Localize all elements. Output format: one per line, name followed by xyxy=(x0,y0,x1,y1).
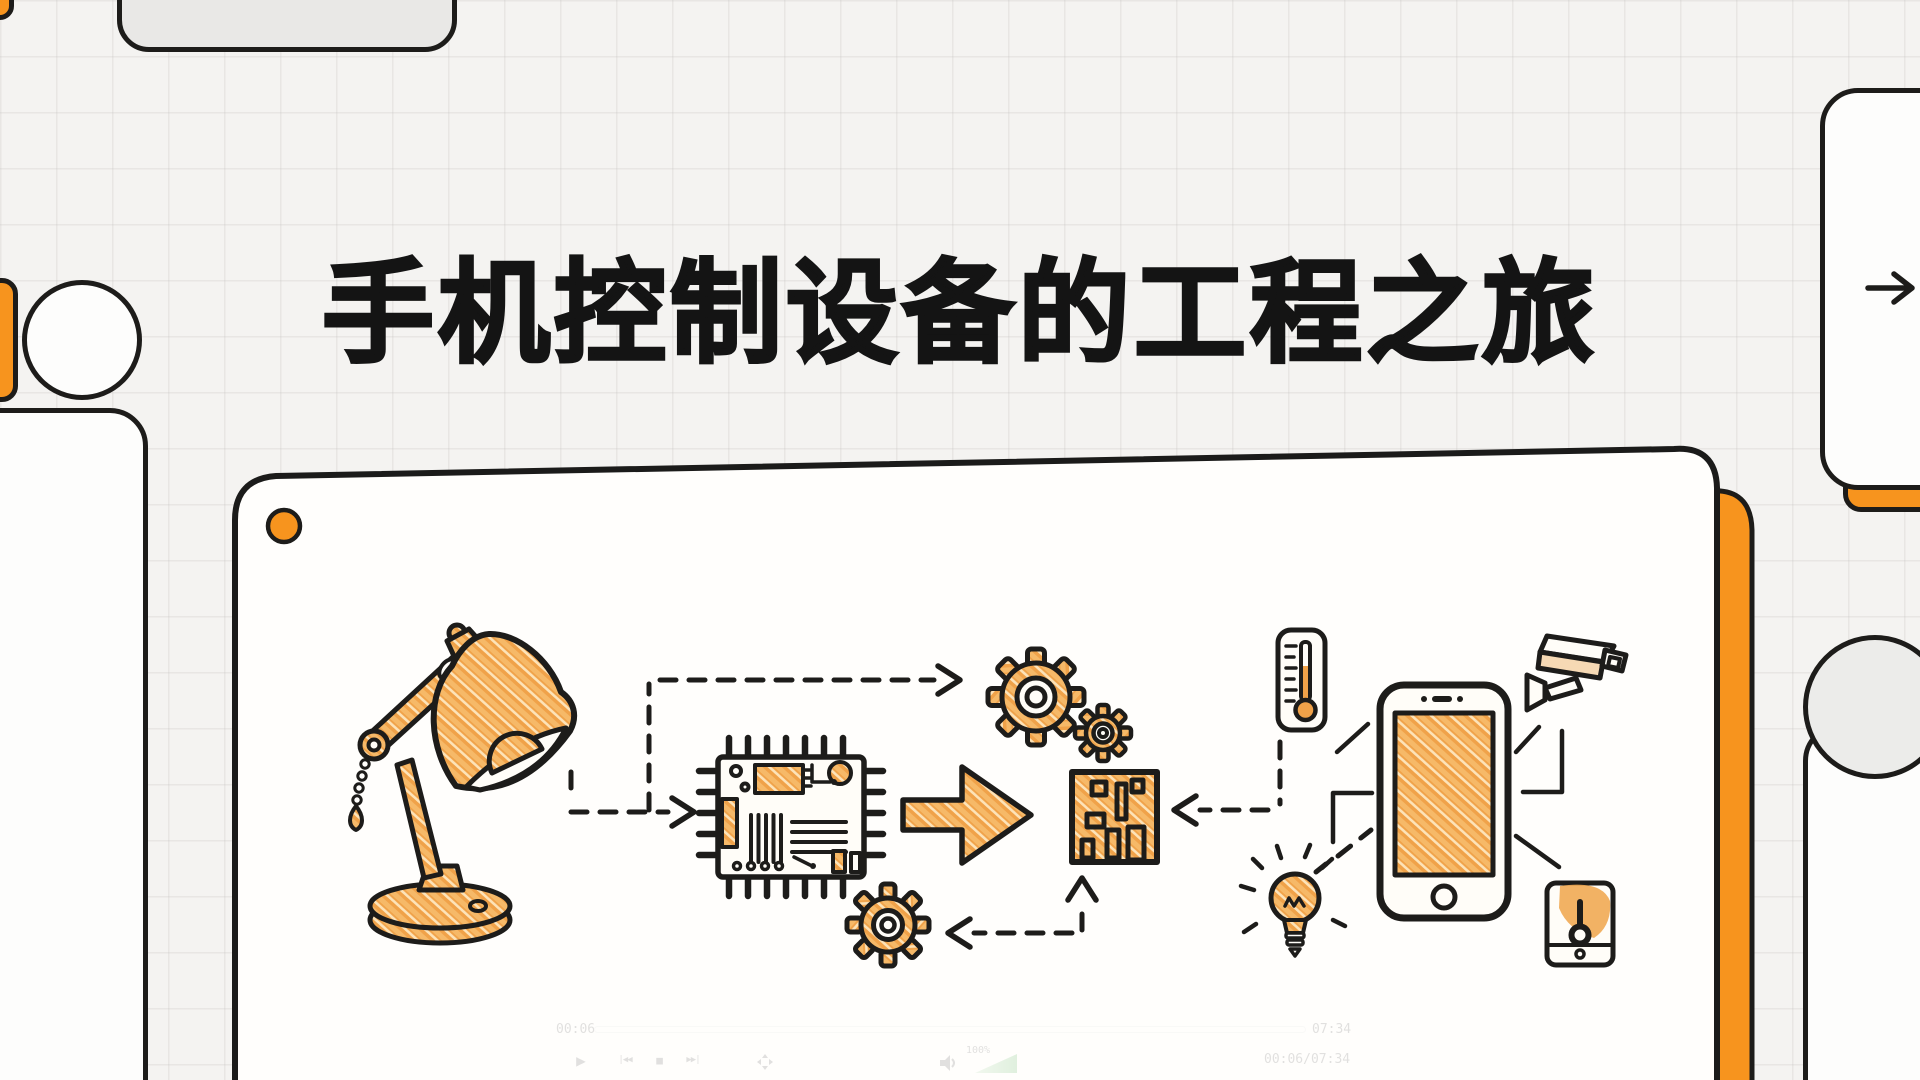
previous-button[interactable]: |◀◀ xyxy=(612,1050,638,1070)
bottom-right-white-card xyxy=(1803,723,1920,1080)
volume-slider[interactable] xyxy=(975,1054,1017,1073)
progress-bar[interactable] xyxy=(594,1026,1306,1033)
elapsed-time: 00:06 xyxy=(556,1022,596,1037)
duration-time: 07:34 xyxy=(1312,1022,1352,1037)
top-left-gray-card xyxy=(117,0,457,52)
left-white-panel xyxy=(0,408,148,1080)
next-button[interactable]: ▶▶| xyxy=(680,1050,706,1070)
left-orange-bar xyxy=(0,278,18,402)
move-icon xyxy=(757,1054,773,1070)
volume-icon[interactable] xyxy=(940,1055,958,1071)
stop-button[interactable]: ■ xyxy=(646,1050,672,1070)
top-left-orange-corner xyxy=(0,0,14,20)
page-title: 手机控制设备的工程之旅 xyxy=(321,250,1598,378)
right-gray-circle xyxy=(1803,635,1920,779)
play-button[interactable]: ▶ xyxy=(566,1046,596,1074)
move-button[interactable] xyxy=(752,1050,778,1074)
left-white-circle xyxy=(22,280,142,400)
time-display: 00:06/07:34 xyxy=(1264,1052,1351,1067)
volume-percent: 100% xyxy=(966,1045,991,1056)
